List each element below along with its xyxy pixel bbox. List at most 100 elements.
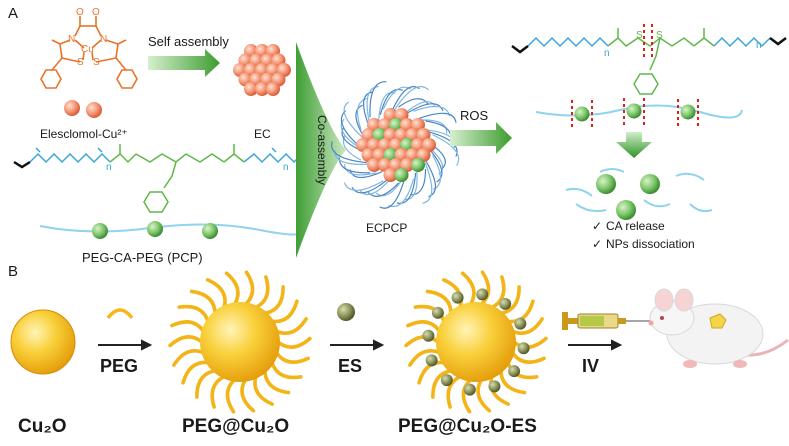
ec-sphere bbox=[244, 82, 258, 96]
peg-strand bbox=[195, 368, 217, 399]
polymer-fiber bbox=[388, 178, 415, 208]
co-assembly-label: Co-assembly bbox=[315, 115, 329, 185]
pcp-chain-line bbox=[39, 223, 303, 236]
syringe-icon bbox=[562, 312, 660, 330]
released-nanoparticle bbox=[640, 174, 660, 194]
es-particle bbox=[488, 380, 501, 393]
ec-sphere bbox=[255, 82, 269, 96]
core-orange-sphere bbox=[367, 158, 381, 172]
core-orange-sphere bbox=[383, 168, 398, 182]
peg-strand bbox=[243, 270, 255, 307]
peg-strand bbox=[499, 368, 527, 395]
peg-strand bbox=[274, 350, 310, 364]
ca-release-label: CA release bbox=[606, 219, 665, 233]
atom-s-left: S bbox=[77, 57, 84, 68]
cleavage-site-markers bbox=[571, 98, 699, 128]
peg-strand bbox=[224, 271, 240, 307]
peg-cu2o-peg-shell bbox=[168, 270, 312, 414]
peg-strand bbox=[476, 377, 492, 413]
panel-label-a: A bbox=[8, 5, 18, 22]
cleaved-atom-s-left: S bbox=[636, 30, 643, 41]
es-particle bbox=[499, 297, 512, 310]
pcp-polymer-structure bbox=[13, 144, 319, 213]
peg-strand bbox=[479, 270, 491, 307]
polymer-fiber bbox=[343, 101, 367, 142]
dissociated-fragments bbox=[565, 168, 713, 213]
peg-strand bbox=[168, 335, 204, 348]
peg-strand bbox=[510, 350, 546, 364]
atom-o-left: O bbox=[76, 7, 84, 18]
peg-chain-icon bbox=[106, 308, 134, 320]
self-assembly-arrow bbox=[148, 49, 220, 77]
cu2o-label: Cu₂O bbox=[18, 416, 67, 437]
pcp-green-bead bbox=[147, 221, 163, 237]
peg-cu2o-es-core bbox=[436, 302, 516, 382]
mouse-illustration bbox=[648, 288, 789, 368]
polymer-fiber bbox=[343, 180, 384, 191]
ecpcp-nanoparticle bbox=[356, 108, 436, 182]
ec-particle bbox=[64, 100, 80, 116]
polymer-fiber bbox=[410, 168, 427, 196]
chain-green-bead bbox=[626, 103, 642, 119]
peg-strand bbox=[181, 360, 210, 385]
peg-strand bbox=[253, 275, 270, 310]
atom-n-right: N bbox=[100, 34, 107, 45]
released-nanoparticle bbox=[616, 200, 636, 220]
ecpcp-polymer-shell bbox=[331, 81, 460, 209]
peg-cu2o-core bbox=[200, 302, 280, 382]
atom-s-right: S bbox=[93, 57, 100, 68]
peg-strand bbox=[489, 374, 511, 406]
ros-arrow bbox=[450, 122, 512, 154]
check-mark: ✓ bbox=[592, 219, 602, 233]
polymer-fiber bbox=[407, 103, 444, 114]
peg-strand bbox=[263, 368, 291, 395]
released-nanoparticle bbox=[596, 174, 616, 194]
peg-strand bbox=[210, 374, 227, 409]
peg-strand bbox=[270, 360, 303, 380]
polymer-fiber bbox=[379, 88, 403, 115]
check-mark: ✓ bbox=[592, 237, 602, 251]
cleaved-atom-s-right: S bbox=[656, 30, 663, 41]
es-loaded-particles bbox=[422, 288, 530, 396]
cleaved-repeat-n-right: n bbox=[756, 40, 762, 51]
es-particle bbox=[422, 329, 435, 342]
core-green-sphere bbox=[394, 168, 409, 182]
peg-strand bbox=[460, 271, 476, 307]
peg-strand bbox=[417, 360, 446, 385]
polymer-fiber bbox=[429, 149, 443, 183]
iv-step-label: IV bbox=[582, 356, 599, 376]
pcp-green-bead bbox=[92, 223, 108, 239]
es-step-label: ES bbox=[338, 356, 362, 376]
cleaved-repeat-n-left: n bbox=[604, 48, 610, 59]
dissociation-arrow bbox=[616, 132, 652, 158]
polymer-fiber bbox=[398, 98, 429, 108]
panel-label-b: B bbox=[8, 263, 18, 280]
es-particle bbox=[476, 288, 489, 301]
polymer-fiber bbox=[432, 154, 442, 190]
peg-strand bbox=[461, 377, 473, 414]
cleaved-polymer-structure bbox=[511, 24, 787, 95]
ec-nanoparticle-cluster bbox=[233, 44, 291, 96]
peg-strand bbox=[408, 348, 442, 367]
peg-strand bbox=[446, 374, 463, 409]
elesclomol-cu-structure bbox=[40, 16, 138, 89]
pcp-label: PEG-CA-PEG (PCP) bbox=[82, 250, 203, 265]
peg-strand bbox=[225, 377, 237, 414]
peg-cu2o-es-peg-shell bbox=[404, 270, 548, 414]
polymer-fiber bbox=[422, 162, 433, 204]
ros-label: ROS bbox=[460, 108, 489, 123]
polymer-fiber bbox=[396, 172, 417, 204]
peg-strand bbox=[263, 285, 285, 316]
es-particle bbox=[508, 365, 521, 378]
peg-strand bbox=[170, 320, 206, 334]
chain-green-bead bbox=[574, 106, 590, 122]
peg-cu2o-es-label: PEG@Cu₂O-ES bbox=[398, 416, 537, 437]
polymer-fiber bbox=[419, 119, 448, 134]
polymer-fiber bbox=[369, 81, 387, 118]
chain-green-bead bbox=[680, 104, 696, 120]
polymer-fiber bbox=[432, 134, 460, 166]
peg-strand bbox=[506, 299, 535, 324]
atom-n-left: N bbox=[68, 34, 75, 45]
polymer-fiber bbox=[375, 177, 404, 197]
pcp-green-bead bbox=[202, 223, 218, 239]
